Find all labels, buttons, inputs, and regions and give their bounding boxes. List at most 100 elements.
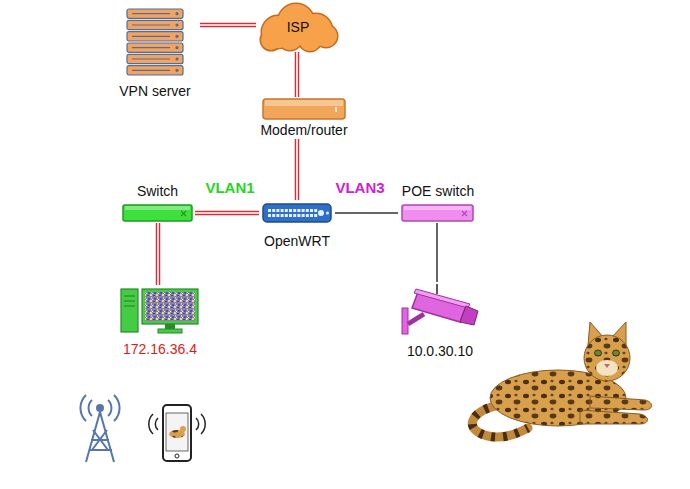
- server-slab: [127, 32, 183, 41]
- phone-part: [163, 405, 191, 461]
- server-slab: [127, 66, 183, 75]
- router-port: [272, 214, 275, 217]
- router-knob: [318, 210, 324, 216]
- cat-part: [595, 350, 602, 356]
- cloud-outline: [261, 30, 281, 50]
- router-port: [276, 214, 279, 217]
- switch-mark: [462, 211, 467, 216]
- router-port: [310, 214, 313, 217]
- modem-body: [263, 99, 345, 119]
- switch-icon: [401, 204, 474, 222]
- device-label: 172.16.36.4: [112, 341, 208, 358]
- modem-light: [335, 107, 337, 112]
- server-slab: [127, 54, 183, 63]
- router-port: [293, 214, 296, 217]
- cell-tower-part: [114, 395, 120, 421]
- phone-part: [166, 413, 188, 451]
- link-group: [297, 139, 298, 200]
- server-led: [175, 23, 178, 26]
- switch-mark: [181, 211, 186, 216]
- router-port: [281, 209, 284, 212]
- device-node: Modem/router: [244, 97, 364, 139]
- router-port: [289, 214, 292, 217]
- phone-part-part: [149, 414, 153, 434]
- cat-part: [584, 335, 630, 381]
- server-led: [175, 46, 178, 49]
- router-port: [306, 209, 309, 212]
- modem-icon: [262, 98, 346, 120]
- vpn-link: [200, 23, 256, 28]
- switch-body: [402, 205, 473, 221]
- server-stripe: [132, 70, 170, 71]
- router-body: [263, 204, 331, 222]
- pc-monitor: [142, 289, 198, 324]
- router-port: [285, 209, 288, 212]
- cloud-fill: [261, 30, 281, 50]
- phone-part: [175, 454, 179, 458]
- device-node: 172.16.36.4: [112, 285, 208, 358]
- router-icon: [262, 203, 332, 223]
- router-port: [297, 209, 300, 212]
- server-icon: [126, 8, 184, 76]
- vpn-link: [295, 52, 300, 97]
- device-node: Switch: [120, 183, 195, 223]
- cell-tower-part: [89, 400, 92, 416]
- device-node: ISP: [256, 2, 340, 52]
- server-led: [175, 69, 178, 72]
- device-node: VPN server: [110, 4, 200, 100]
- cell-tower-part: [92, 430, 107, 450]
- cat-part: [604, 364, 610, 368]
- cat-part: [590, 396, 652, 410]
- camera-lens: [460, 306, 478, 325]
- switch-body: [123, 205, 192, 221]
- server-stripe: [132, 13, 170, 14]
- link-group: [297, 52, 298, 97]
- link-inner: [200, 24, 256, 26]
- switch-top: [404, 206, 471, 210]
- camera-pole: [436, 284, 438, 294]
- cell-tower-part: [108, 400, 111, 416]
- switch-icon: [122, 204, 193, 222]
- phone-part: [149, 414, 205, 434]
- link-inner: [157, 223, 159, 285]
- camera-arm: [408, 314, 424, 324]
- cell-tower-part: [93, 430, 108, 450]
- phone-part-part: [201, 414, 205, 434]
- pc-slot: [124, 295, 135, 296]
- pc-slot: [124, 300, 135, 301]
- device-label: ISP: [256, 19, 340, 36]
- modem-top: [265, 100, 343, 106]
- vlan-label: VLAN1: [203, 179, 256, 197]
- link-inner: [296, 139, 298, 200]
- pc-icon: [120, 288, 200, 333]
- device-label: VPN server: [110, 83, 200, 100]
- pc-base: [158, 329, 182, 333]
- device-node: 10.0.30.10: [390, 282, 490, 360]
- cloud-fill: [315, 25, 337, 47]
- pc-tower: [121, 289, 138, 332]
- cloud-outline: [315, 25, 337, 47]
- server-led: [175, 57, 178, 60]
- link-group: [195, 213, 259, 214]
- phone: [149, 405, 205, 461]
- router-port: [289, 209, 292, 212]
- vpn-link: [295, 139, 300, 200]
- router-port: [281, 214, 284, 217]
- router-port: [268, 209, 271, 212]
- link-group: [158, 223, 159, 285]
- device-label: 10.0.30.10: [390, 343, 490, 360]
- vpn-link: [195, 211, 259, 216]
- router-port: [276, 209, 279, 212]
- link-group: [437, 223, 438, 282]
- device-label: Modem/router: [244, 122, 364, 139]
- cell-tower-part: [97, 405, 103, 411]
- device-label: POE switch: [398, 183, 478, 200]
- cell-tower: [80, 395, 119, 462]
- router-port: [302, 209, 305, 212]
- server-stripe: [132, 47, 170, 48]
- vpn-link: [156, 223, 161, 285]
- server-slab: [127, 9, 183, 18]
- device-label: OpenWRT: [259, 233, 335, 250]
